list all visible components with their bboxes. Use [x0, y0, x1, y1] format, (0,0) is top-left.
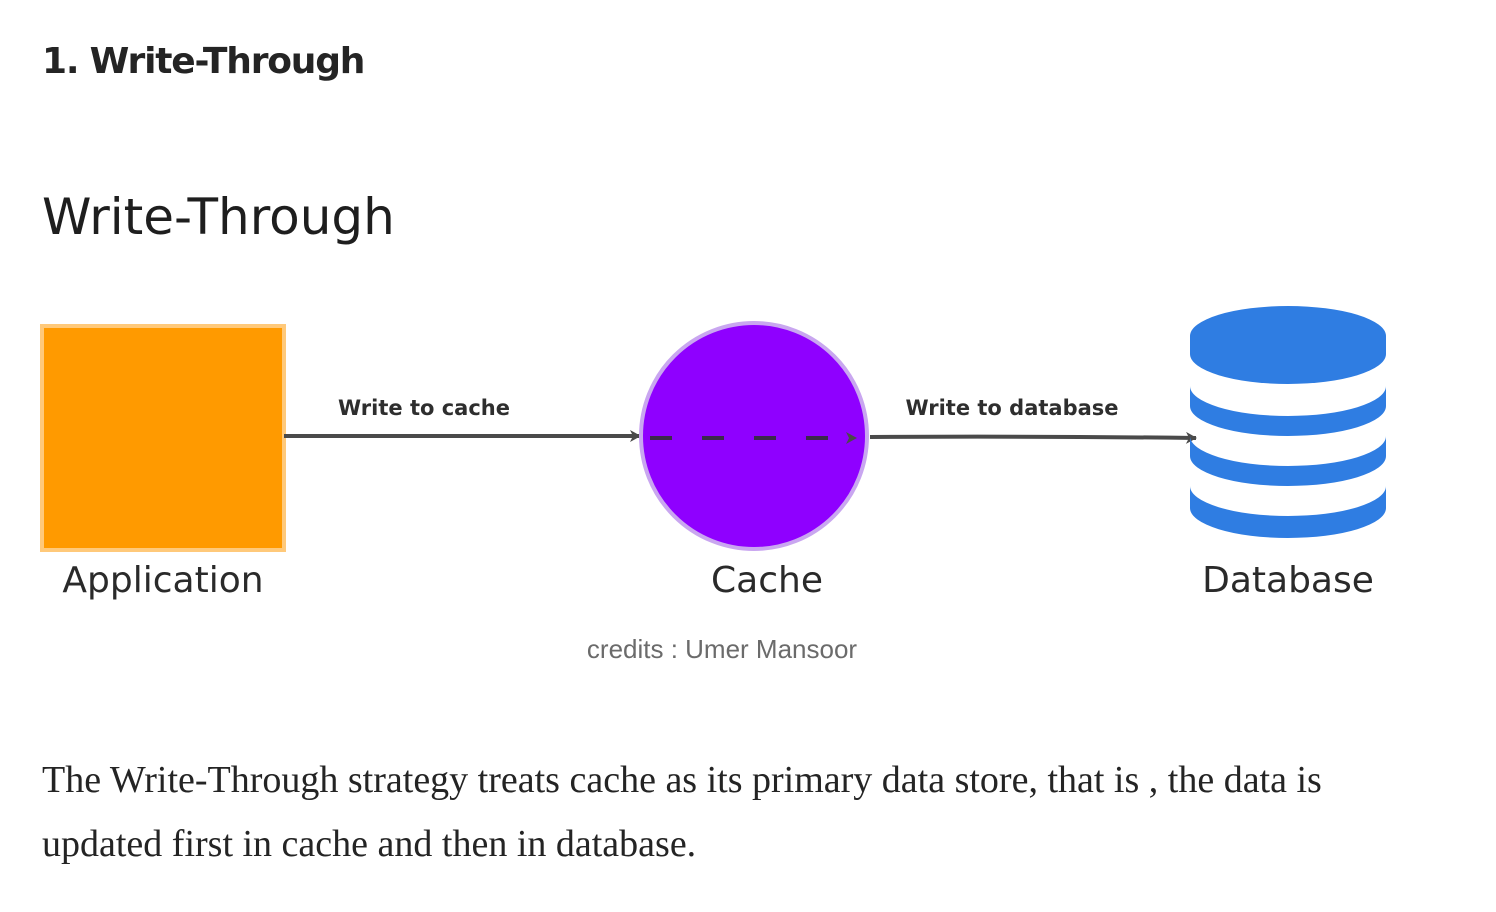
section-heading: 1. Write-Through [42, 41, 365, 82]
diagram-title: Write-Through [42, 188, 395, 246]
edge-write-to-database: Write to database [869, 396, 1197, 444]
database-icon [1190, 306, 1386, 538]
edge-write-to-cache: Write to cache [284, 396, 641, 442]
cache-node: Cache [639, 321, 869, 601]
caption-text: credits : Umer Mansoor [586, 634, 858, 664]
write-through-diagram: Write-Through Application Write to cache… [40, 188, 1386, 601]
application-box [40, 324, 286, 552]
figure-caption: credits : Umer Mansoor [0, 634, 1496, 665]
write-through-figure: Write-Through Application Write to cache… [0, 160, 1496, 630]
write-to-cache-label: Write to cache [338, 396, 510, 420]
write-to-database-arrow [869, 431, 1197, 444]
database-node: Database [1190, 306, 1386, 601]
write-to-database-label: Write to database [905, 396, 1118, 420]
body-paragraph: The Write-Through strategy treats cache … [42, 759, 1322, 865]
cache-label: Cache [711, 560, 823, 601]
application-label: Application [62, 560, 263, 601]
application-node: Application [40, 324, 286, 601]
database-label: Database [1202, 560, 1374, 601]
